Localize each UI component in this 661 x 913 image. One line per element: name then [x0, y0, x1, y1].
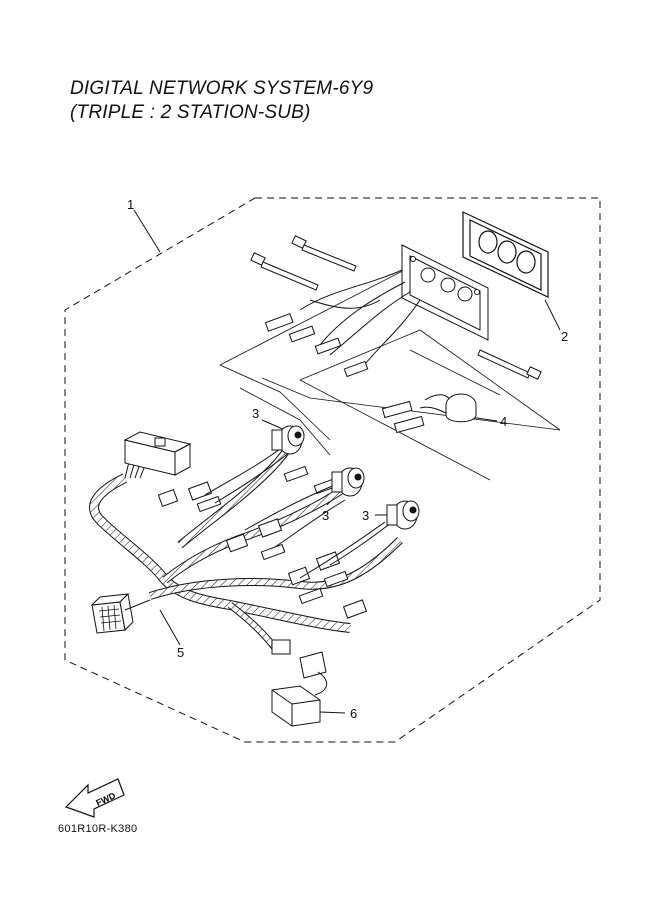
- callout-1: 1: [127, 197, 134, 212]
- callout-4: 4: [500, 414, 507, 429]
- gasket-cover: [462, 211, 549, 298]
- callout-3-middle: 3: [322, 508, 329, 523]
- callout-3-upper: 3: [252, 406, 259, 421]
- fwd-arrow-icon: FWD: [64, 778, 125, 818]
- key-switch-lower: [386, 500, 420, 530]
- module-block: [271, 685, 321, 727]
- plate-harness-plugs: [264, 313, 369, 378]
- leader-lines: [133, 209, 561, 714]
- drawing-code: 601R10R-K380: [58, 823, 138, 835]
- alignment-guides: [219, 261, 561, 481]
- buzzer: [381, 393, 477, 434]
- callout-2: 2: [561, 329, 568, 344]
- cap-connector: [299, 651, 328, 696]
- cable-tie-top: [291, 235, 357, 272]
- callout-3-lower: 3: [362, 508, 369, 523]
- mounting-plate: [401, 244, 489, 341]
- diagram-title-line-1: DIGITAL NETWORK SYSTEM-6Y9: [70, 78, 374, 99]
- callout-6: 6: [350, 706, 357, 721]
- square-connector: [90, 592, 151, 634]
- cable-tie-left: [250, 252, 319, 291]
- key-switch-upper: [271, 425, 305, 455]
- assembly-boundary: [64, 197, 601, 743]
- branch-plugs: [196, 465, 349, 605]
- cable-tie-right: [477, 349, 542, 380]
- diagram-title-line-2: (TRIPLE : 2 STATION-SUB): [70, 102, 311, 123]
- harness-connectors: [157, 481, 368, 655]
- switch-branch-cables: [204, 444, 396, 579]
- multi-pin-connector-top: [123, 431, 192, 479]
- plate-harness: [299, 269, 421, 371]
- key-switch-middle: [331, 467, 365, 497]
- callout-5: 5: [177, 645, 184, 660]
